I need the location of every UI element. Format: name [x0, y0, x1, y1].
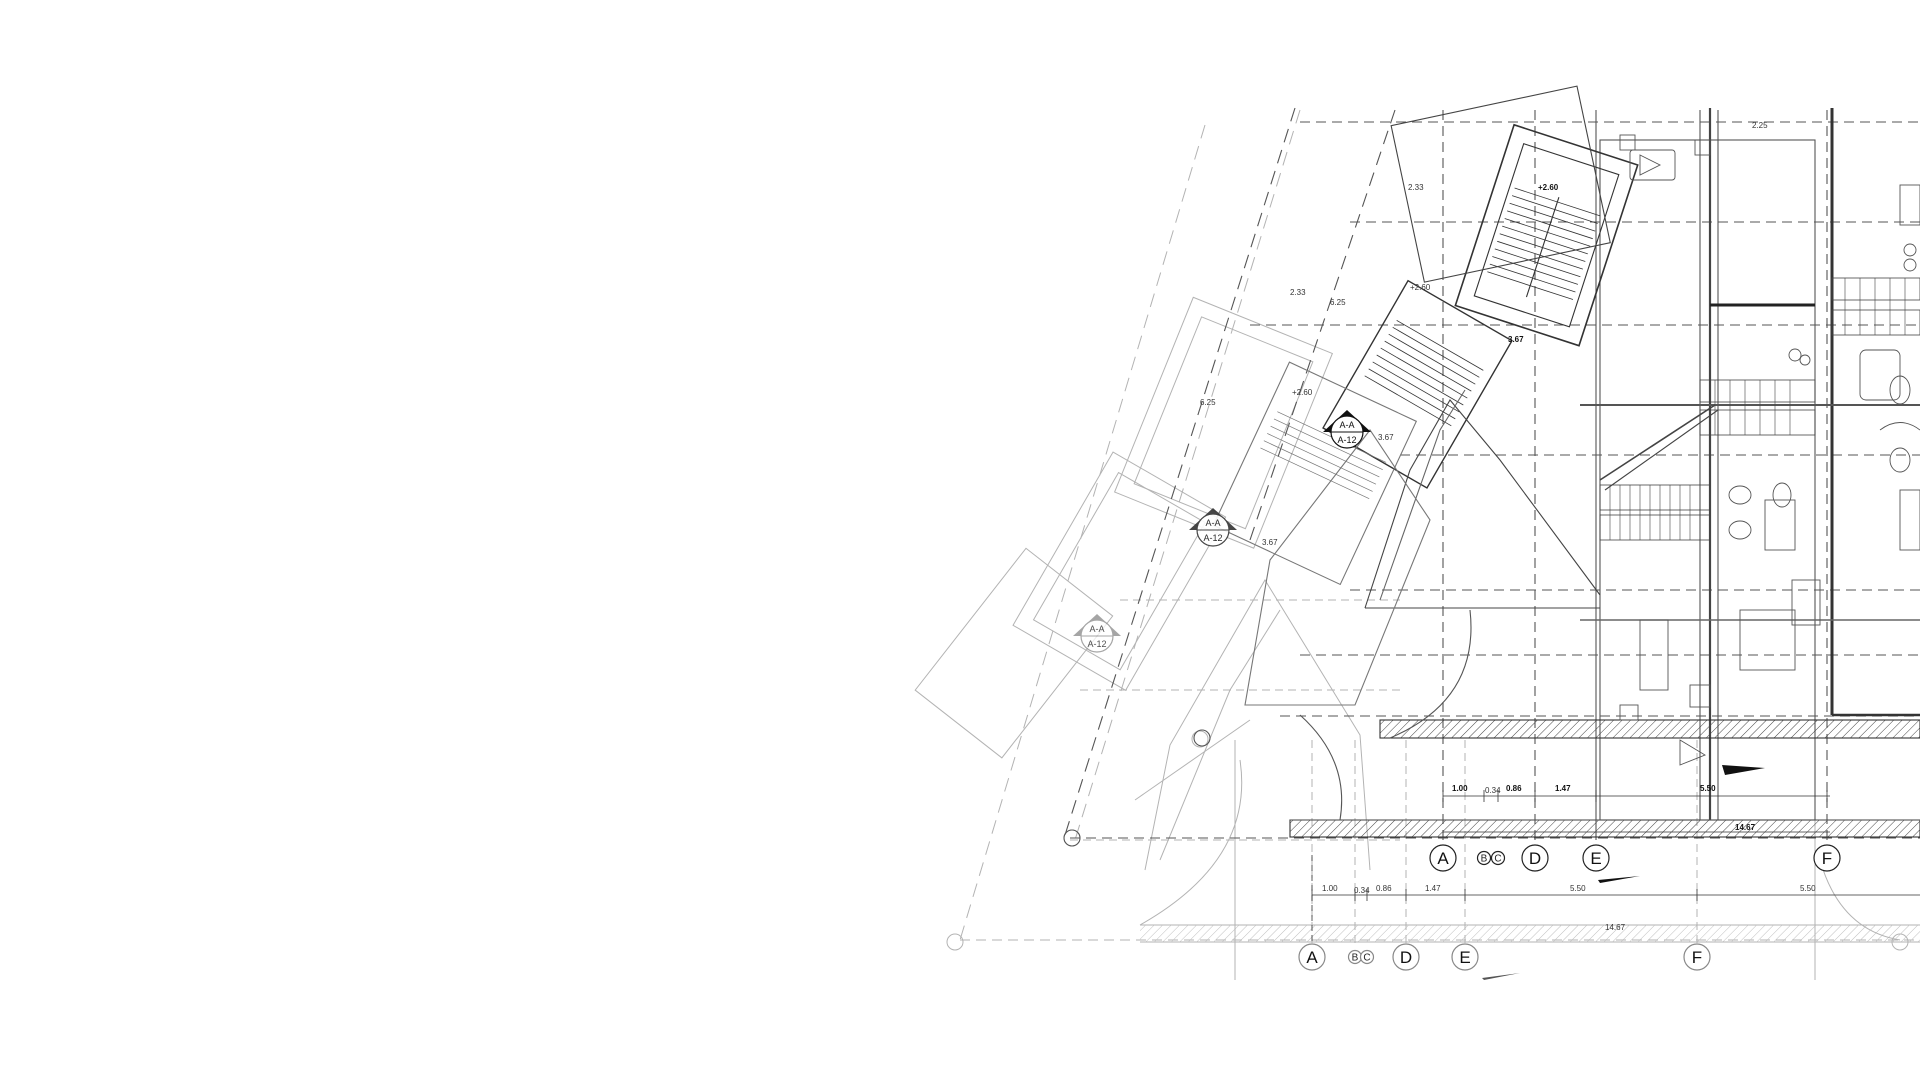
- main-plan-layer: [1063, 85, 1920, 980]
- dim-label: 0.86: [1376, 884, 1392, 893]
- section-id: A-A: [1205, 518, 1220, 528]
- section-sheet: A-12: [1337, 435, 1356, 445]
- dim-label: +2.60: [1538, 183, 1559, 192]
- grid-bubble: [1392, 943, 1420, 971]
- section-marker: A-A A-12: [1189, 508, 1237, 547]
- grid-bubble-label: E: [1459, 948, 1470, 967]
- grid-bubble: [1476, 850, 1492, 866]
- grid-bubble: [1683, 943, 1711, 971]
- dim-label: +2.60: [1292, 388, 1313, 397]
- dim-label: 6.25: [1330, 298, 1346, 307]
- grid-bubble-label: B: [1352, 953, 1359, 964]
- section-sheet: A-12: [1087, 639, 1106, 649]
- dim-label: 5.50: [1700, 784, 1716, 793]
- grid-bubble-label: B: [1481, 854, 1488, 865]
- dim-label: 1.47: [1425, 884, 1441, 893]
- section-marker: A-A A-12: [1323, 410, 1371, 449]
- section-id: A-A: [1089, 624, 1104, 634]
- dim-label: 14.67: [1735, 823, 1756, 832]
- grid-bubble-label: A: [1437, 849, 1449, 868]
- grid-bubble-label: E: [1590, 849, 1601, 868]
- grid-bubble: [1582, 844, 1610, 872]
- faded-plan-layer: [914, 109, 1920, 980]
- dim-label: 2.33: [1290, 288, 1306, 297]
- grid-bubble: [1429, 844, 1457, 872]
- dimension-labels-front: 1.00 0.34 0.86 1.47 5.50 14.67: [1452, 784, 1756, 832]
- grid-bubble: [1359, 949, 1375, 965]
- dim-label: 5.50: [1800, 884, 1816, 893]
- section-id: A-A: [1339, 420, 1354, 430]
- grid-bubble-label: D: [1400, 948, 1412, 967]
- dim-label: 6.25: [1200, 398, 1216, 407]
- grid-bubble: [1451, 943, 1479, 971]
- dim-label: 1.00: [1322, 884, 1338, 893]
- grid-bubble: [1813, 844, 1841, 872]
- dim-label: 3.67: [1508, 335, 1524, 344]
- dimension-labels-back: 1.00 0.34 0.86 1.47 5.50 5.50 14.67: [1322, 884, 1816, 932]
- grid-bubble-label: D: [1529, 849, 1541, 868]
- dim-label: 14.67: [1605, 923, 1626, 932]
- dim-label: 5.50: [1570, 884, 1586, 893]
- dim-label: 2.33: [1408, 183, 1424, 192]
- dimension-labels-misc: 2.33 +2.60 3.67 3.67 2.33 +2.60 +2.60 6.…: [1200, 121, 1768, 547]
- dim-label: 1.47: [1555, 784, 1571, 793]
- grid-bubble-label: A: [1306, 948, 1318, 967]
- dim-label: 2.25: [1752, 121, 1768, 130]
- dim-label: +2.60: [1410, 283, 1431, 292]
- dim-label: 0.34: [1354, 886, 1370, 895]
- dim-label: 3.67: [1378, 433, 1394, 442]
- section-sheet: A-12: [1203, 533, 1222, 543]
- grid-bubble: [1298, 943, 1326, 971]
- section-markers: A-AA-12A-AA-12A-AA-12: [1073, 410, 1371, 653]
- dim-label: 1.00: [1452, 784, 1468, 793]
- dim-label: 0.34: [1485, 786, 1501, 795]
- grid-bubble-label: C: [1494, 854, 1501, 865]
- grid-bubble-label: F: [1692, 948, 1702, 967]
- dim-label: 3.67: [1262, 538, 1278, 547]
- grid-bubble-label: F: [1822, 849, 1832, 868]
- grid-bubble-label: C: [1363, 953, 1370, 964]
- dim-label: 0.86: [1506, 784, 1522, 793]
- grid-bubble: [1521, 844, 1549, 872]
- section-marker: A-A A-12: [1073, 614, 1121, 653]
- grid-bubble: [1490, 850, 1506, 866]
